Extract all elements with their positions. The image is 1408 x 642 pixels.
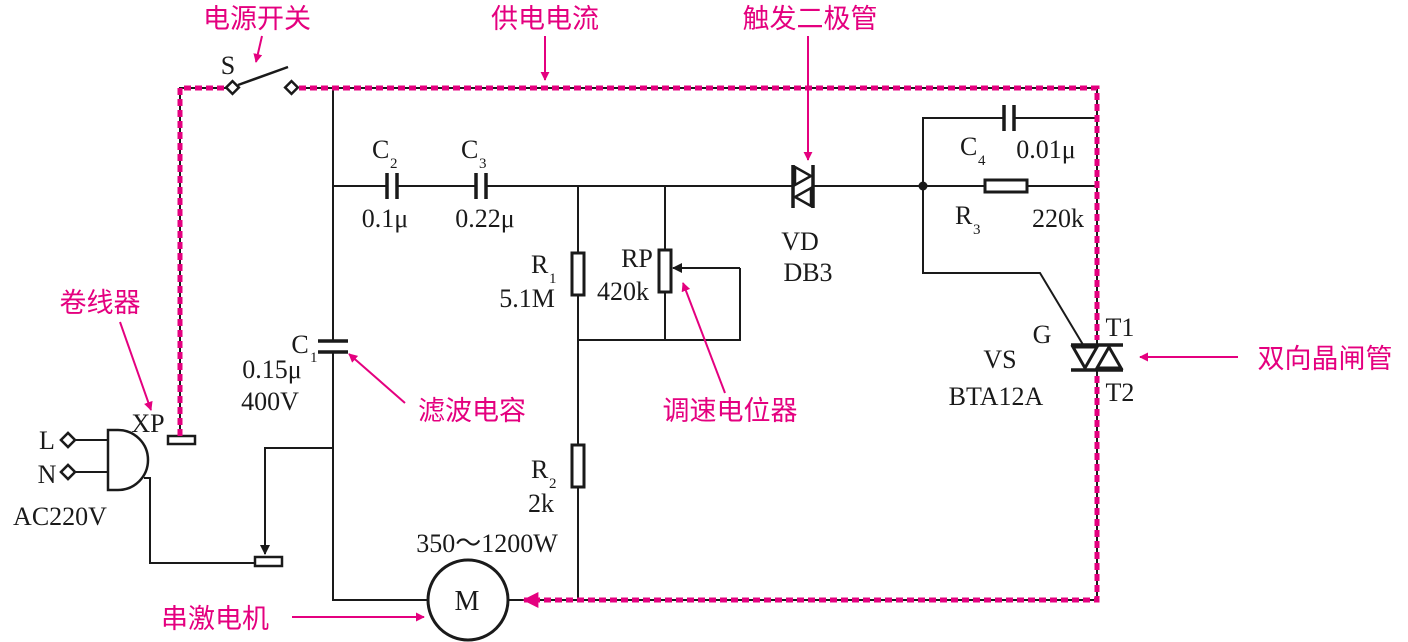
resistor-r1 [570, 251, 586, 297]
callout-cord-reel [119, 321, 153, 411]
vs-ref: VS [983, 345, 1016, 374]
label-series-motor: 串激电机 [161, 604, 269, 635]
c2-value: 0.1μ [362, 204, 408, 233]
diac-triangle-bottom [792, 185, 813, 209]
rp-value: 420k [597, 277, 649, 306]
label-supply-current: 供电电流 [491, 4, 599, 35]
r2-value: 2k [528, 489, 554, 518]
r1-value: 5.1M [499, 284, 555, 313]
plug-terminal-l [59, 431, 77, 449]
flow-left [177, 85, 226, 436]
r2-sub: 2 [549, 476, 557, 492]
wire-rp-loop [578, 268, 741, 341]
label-filter-capacitor: 滤波电容 [418, 396, 526, 427]
c4-ref: C [960, 132, 977, 161]
label-power-switch: 电源开关 [203, 4, 311, 35]
motor-power: 350～1200W [416, 529, 558, 558]
switch-ref: S [221, 51, 235, 80]
callout-filter-capacitor [348, 353, 406, 404]
c3-ref: C [461, 135, 478, 164]
label-speed-pot: 调速电位器 [663, 396, 798, 427]
c4-value: 0.01μ [1016, 135, 1075, 164]
vs-value: BTA12A [949, 382, 1044, 411]
plug-n: N [38, 460, 57, 489]
flow-return [522, 376, 1100, 608]
c-ref: C [291, 330, 308, 359]
c3-value: 0.22μ [455, 204, 514, 233]
plug-body [106, 428, 150, 492]
plug-terminal-n [59, 463, 77, 481]
component-labels: S C 2 0.1μ C 3 0.22μ C 4 0.01μ R 3 220k … [13, 51, 1134, 617]
flow-top [299, 85, 1100, 340]
resistor-r2 [570, 443, 586, 489]
r3-value: 220k [1032, 204, 1084, 233]
wire-filter-bottom [332, 352, 428, 601]
motor-ref: M [455, 586, 480, 617]
vs-gate: G [1033, 320, 1052, 349]
switch-blade [237, 65, 289, 87]
wire-plug-return [144, 477, 255, 564]
vd-value: DB3 [783, 258, 832, 287]
reel-contact-bottom [253, 555, 284, 568]
c-value: 0.15μ [242, 355, 301, 384]
plug-supply: AC220V [13, 502, 107, 531]
potentiometer-rp [657, 248, 673, 294]
annotation-labels: 电源开关 供电电流 触发二极管 卷线器 滤波电容 调速电位器 双向晶闸管 串激电… [60, 4, 1393, 635]
label-cord-reel: 卷线器 [60, 288, 141, 319]
motor-circle [426, 558, 510, 642]
plug-ref: XP [131, 409, 164, 438]
triac-triangle-up [1094, 343, 1124, 370]
c-sub: 1 [310, 350, 318, 366]
vs-t1: T1 [1106, 313, 1135, 342]
callout-power-switch [253, 35, 263, 63]
r1-ref: R [531, 250, 549, 279]
c3-sub: 3 [479, 156, 487, 172]
r3-sub: 3 [973, 222, 981, 238]
components [59, 65, 1124, 642]
r3-ref: R [955, 201, 973, 230]
wire-gate [922, 186, 1086, 349]
r2-ref: R [531, 455, 549, 484]
c-voltage: 400V [241, 387, 299, 416]
triac-triangle-down [1070, 345, 1100, 372]
rp-ref: RP [621, 244, 653, 273]
label-triac: 双向晶闸管 [1258, 344, 1393, 375]
junction-dot [918, 181, 928, 191]
wire-reel-contact [260, 447, 333, 555]
c2-ref: C [372, 135, 389, 164]
wiring [76, 87, 1098, 601]
switch-contact-right [283, 79, 300, 96]
switch-contact-left [224, 79, 241, 96]
wire-c4-left [922, 117, 1004, 186]
c4-sub: 4 [978, 153, 986, 169]
callouts [119, 35, 1238, 622]
vs-t2: T2 [1106, 378, 1135, 407]
vd-ref: VD [781, 227, 819, 256]
resistor-r3 [983, 178, 1029, 194]
c2-sub: 2 [390, 156, 398, 172]
callout-speed-pot [681, 282, 726, 394]
plug-l: L [39, 426, 55, 455]
wire-supply-top [299, 87, 1098, 345]
wire-supply-left [179, 87, 226, 436]
diac-triangle-top [793, 164, 814, 188]
reel-contact-top [166, 434, 197, 446]
label-trigger-diode: 触发二极管 [743, 4, 878, 35]
supply-current-path [177, 85, 1100, 608]
r1-sub: 1 [549, 271, 557, 287]
